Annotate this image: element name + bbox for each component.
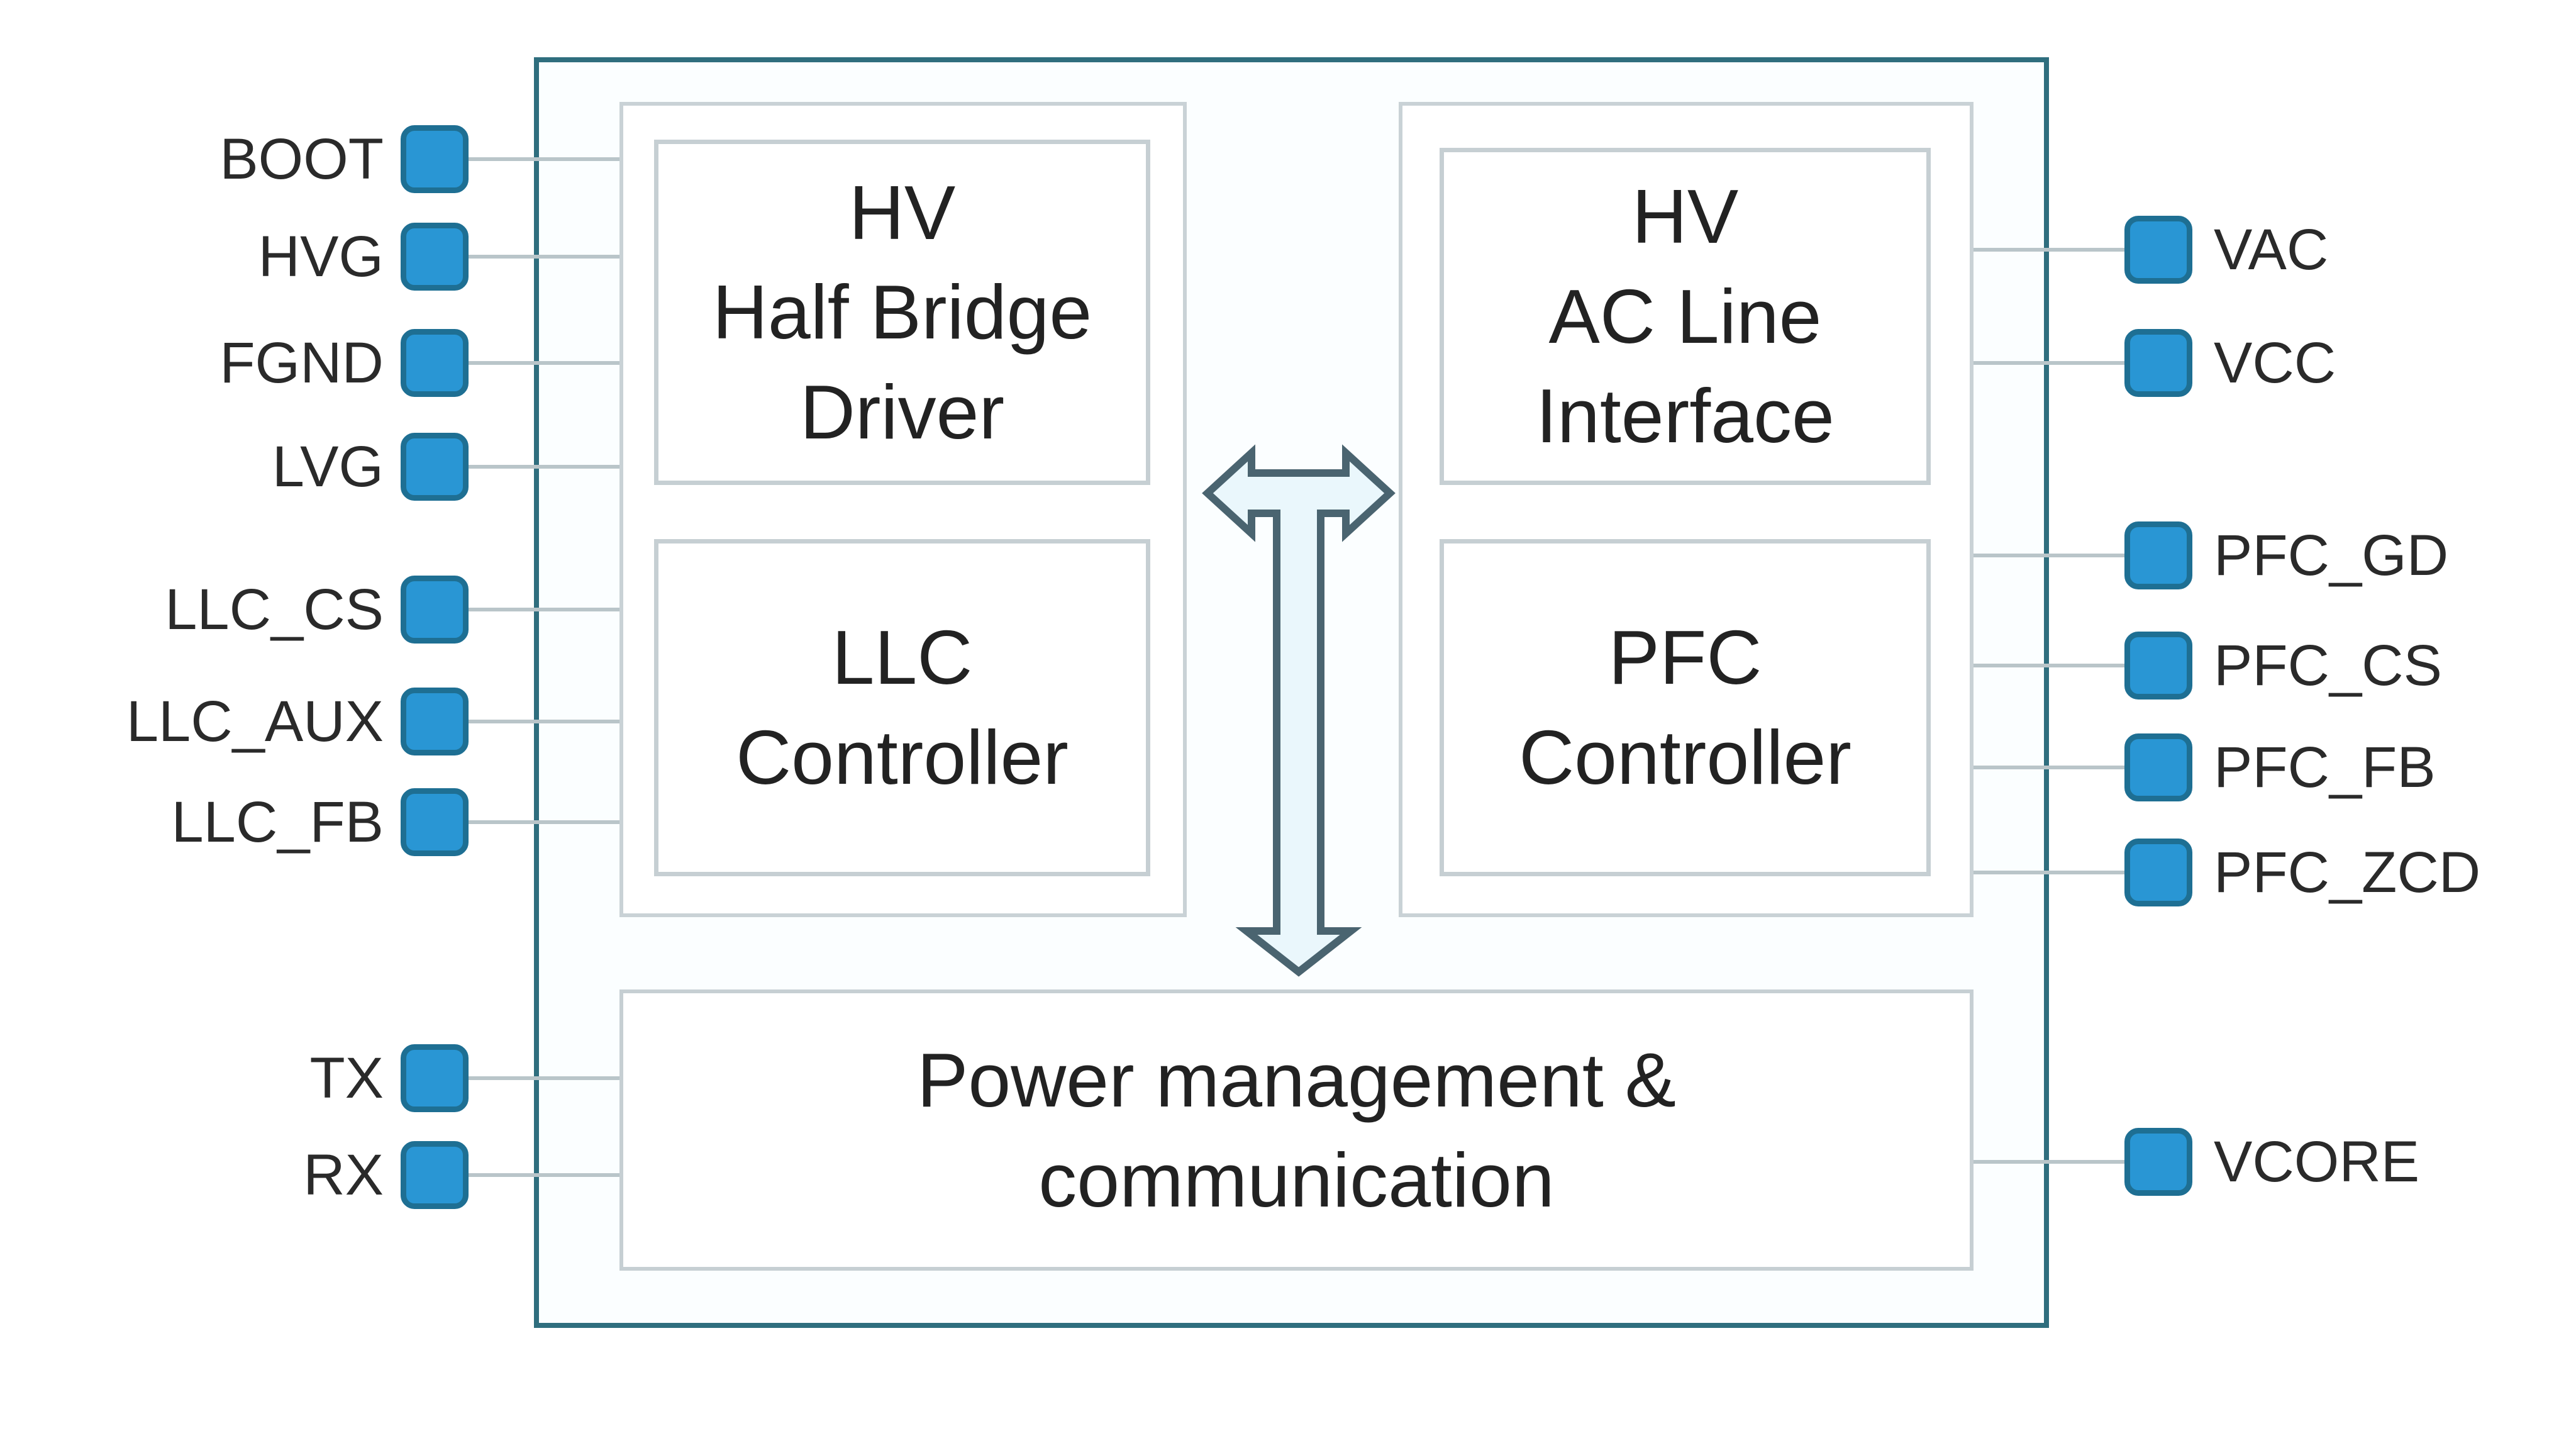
block-llc-line2: Controller <box>736 715 1069 800</box>
pin-label: LLC_FB <box>171 790 384 854</box>
pin-wire <box>1974 664 2126 667</box>
pin-pad-icon <box>2124 521 2192 589</box>
pin-label: RX <box>303 1143 384 1207</box>
pin-label: BOOT <box>219 127 384 191</box>
block-half-bridge-line1: HV <box>848 169 956 255</box>
block-llc-controller: LLC Controller <box>654 539 1150 876</box>
pin-pad-icon <box>401 1044 469 1112</box>
pin-wire <box>1974 871 2126 874</box>
block-pfc-line1: PFC <box>1608 615 1762 701</box>
pin-pad-icon <box>2124 329 2192 397</box>
pin-label: PFC_CS <box>2214 633 2442 698</box>
pin-wire <box>469 361 619 365</box>
pin-label: PFC_ZCD <box>2214 840 2481 905</box>
pin-wire <box>469 157 619 161</box>
pin-wire <box>1974 766 2126 769</box>
block-ac-line-interface: HV AC Line Interface <box>1440 148 1931 485</box>
block-power-line1: Power management & <box>916 1037 1677 1123</box>
pin-label: VCORE <box>2214 1130 2420 1194</box>
pin-wire <box>469 1076 619 1080</box>
pin-pad-icon <box>401 688 469 755</box>
pin-wire <box>469 608 619 611</box>
block-llc-line1: LLC <box>831 615 973 701</box>
pin-label: HVG <box>258 225 384 289</box>
pin-pad-icon <box>2124 632 2192 699</box>
block-ac-line-line2: AC Line <box>1548 273 1822 359</box>
pin-pad-icon <box>401 329 469 397</box>
pin-pad-icon <box>401 223 469 291</box>
pin-pad-icon <box>2124 839 2192 906</box>
pin-label: TX <box>309 1046 384 1110</box>
pin-label: FGND <box>219 331 384 395</box>
pin-wire <box>469 1173 619 1177</box>
pin-pad-icon <box>401 1141 469 1209</box>
pin-wire <box>469 255 619 259</box>
pin-pad-icon <box>401 125 469 193</box>
block-pfc-controller: PFC Controller <box>1440 539 1931 876</box>
pin-label: VAC <box>2214 218 2329 282</box>
pin-wire <box>1974 361 2126 365</box>
pin-wire <box>469 465 619 469</box>
pin-wire <box>469 820 619 824</box>
pin-label: LLC_AUX <box>126 689 384 754</box>
pin-label: LVG <box>272 435 384 499</box>
pin-wire <box>1974 1160 2126 1164</box>
pin-pad-icon <box>401 788 469 856</box>
block-half-bridge-line2: Half Bridge <box>712 269 1092 355</box>
block-pfc-line2: Controller <box>1519 715 1852 800</box>
pin-label: LLC_CS <box>165 577 384 642</box>
block-power-line2: communication <box>1038 1137 1555 1223</box>
pin-pad-icon <box>2124 733 2192 801</box>
pin-label: PFC_FB <box>2214 735 2436 800</box>
block-half-bridge-line3: Driver <box>799 369 1005 455</box>
block-power-management: Power management & communication <box>619 989 1974 1271</box>
pin-pad-icon <box>2124 216 2192 284</box>
block-ac-line-line1: HV <box>1631 174 1739 260</box>
pin-wire <box>1974 554 2126 557</box>
block-half-bridge-driver: HV Half Bridge Driver <box>654 140 1150 485</box>
pin-wire <box>469 720 619 723</box>
block-ac-line-line3: Interface <box>1536 373 1835 459</box>
pin-label: VCC <box>2214 331 2336 395</box>
pin-pad-icon <box>401 433 469 501</box>
pin-pad-icon <box>401 576 469 644</box>
pin-label: PFC_GD <box>2214 523 2449 588</box>
pin-wire <box>1974 248 2126 252</box>
internal-bus-arrow-icon <box>1202 444 1396 977</box>
pin-pad-icon <box>2124 1128 2192 1196</box>
